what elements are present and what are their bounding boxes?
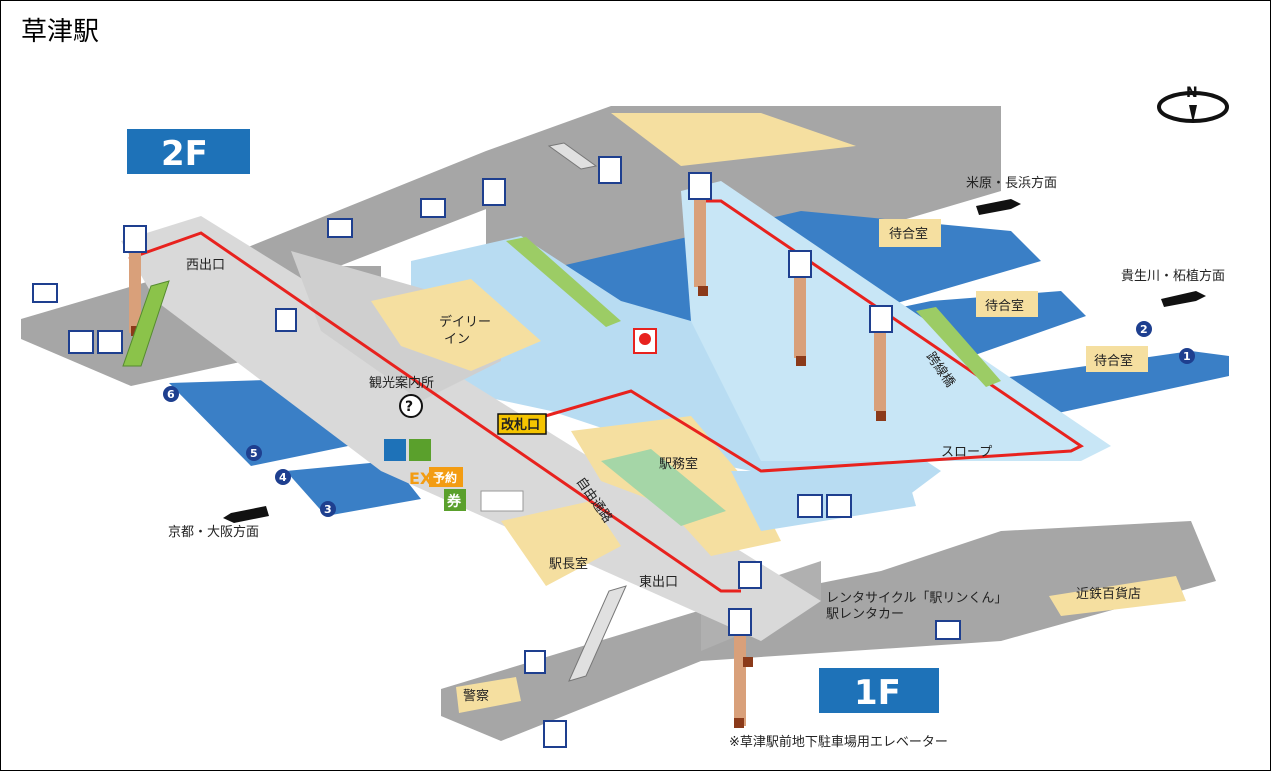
direction-kyoto: 京都・大阪方面 <box>168 524 259 540</box>
accessible-route-east <box>510 199 1084 473</box>
east-exit-label: 東出口 <box>639 574 678 590</box>
ground-area-mid <box>201 151 561 281</box>
tourist-info-label: 観光案内所 <box>369 375 434 391</box>
building-top <box>611 113 856 166</box>
info-icon: ? <box>399 394 423 418</box>
elevator-icons <box>123 156 893 636</box>
stationmaster-label: 駅長室 <box>549 556 588 572</box>
west-exit-label: 西出口 <box>186 258 225 273</box>
ticket-badge: 券 <box>444 489 466 511</box>
right-concourse-block <box>731 471 916 531</box>
stairs-1f-south <box>568 585 627 682</box>
rental-cycle-label: レンタサイクル「駅リンくん」 <box>826 591 1007 606</box>
waiting-room-1-box <box>879 219 941 247</box>
station-office-label: 駅務室 <box>659 456 698 472</box>
svg-text:4: 4 <box>279 471 287 484</box>
direction-maibara: 米原・長浜方面 <box>966 175 1057 191</box>
svg-text:予約: 予約 <box>433 470 457 485</box>
platform-west-4 <box>286 461 421 516</box>
floor-1f-box <box>819 668 939 713</box>
kintetsu-building <box>1049 576 1186 616</box>
aed-icon <box>633 328 657 354</box>
arrow-kyoto <box>223 506 269 523</box>
waiting-room-2-box <box>976 291 1038 317</box>
accessible-route <box>135 231 741 593</box>
waiting-room-1-label: 待合室 <box>889 226 928 242</box>
shopping-icon <box>480 490 524 512</box>
compass-icon: N <box>1157 85 1229 123</box>
slope-label: スロープ <box>941 445 992 460</box>
floor-2f-box <box>127 129 250 174</box>
waiting-room-2-label: 待合室 <box>985 298 1024 314</box>
bus-icons <box>32 198 961 640</box>
svg-text:1: 1 <box>1183 350 1191 363</box>
rental-car-label: 駅レンタカー <box>826 607 904 622</box>
compass-n: N <box>1186 85 1198 101</box>
floor-1f-label: 1F <box>854 673 901 713</box>
police-building <box>456 677 521 713</box>
svg-text:5: 5 <box>250 447 258 460</box>
svg-text:券: 券 <box>447 493 462 510</box>
floor-2f-label: 2F <box>161 134 208 174</box>
escalator-mid <box>506 237 621 327</box>
svg-text:3: 3 <box>324 503 332 516</box>
arrow-maibara <box>976 199 1021 215</box>
waiting-room-3-box <box>1086 346 1148 372</box>
kintetsu-label: 近鉄百貨店 <box>1076 586 1141 602</box>
ticket-gate-label: 改札口 <box>501 417 540 433</box>
parking-elevator-label: ※草津駅前地下駐車場用エレベーター <box>729 734 948 750</box>
waiting-room-3-label: 待合室 <box>1094 353 1133 369</box>
svg-text:EX: EX <box>409 469 433 488</box>
daily-inn-room <box>371 279 541 371</box>
daily-inn-label-1: デイリー <box>439 314 491 330</box>
stairs-top <box>547 142 598 170</box>
taxi-icons <box>482 178 567 748</box>
ic-icon <box>384 439 406 461</box>
gate-icon <box>409 439 431 461</box>
direction-kibukawa: 貴生川・柘植方面 <box>1121 268 1225 284</box>
stationmaster-room <box>501 501 621 586</box>
ground-area-bottom <box>441 521 1216 741</box>
escalator-east <box>916 307 1001 387</box>
phone-icons <box>275 308 546 674</box>
ticket-gate-box <box>497 413 547 435</box>
escalator-west <box>122 280 170 367</box>
police-label: 警察 <box>463 688 489 704</box>
page-title: 草津駅 <box>21 17 100 47</box>
ex-badge: EX 予約 <box>409 467 463 488</box>
green-area <box>601 449 726 526</box>
svg-text:?: ? <box>405 399 413 415</box>
platform-numbers: 1 2 3 4 5 6 <box>163 321 1195 517</box>
elevator-shafts <box>129 199 886 728</box>
daily-inn-label-2: イン <box>444 332 470 347</box>
svg-text:6: 6 <box>167 388 175 401</box>
arrow-kibukawa <box>1161 291 1206 307</box>
svg-text:2: 2 <box>1140 323 1148 336</box>
toilet-icons <box>68 330 852 518</box>
